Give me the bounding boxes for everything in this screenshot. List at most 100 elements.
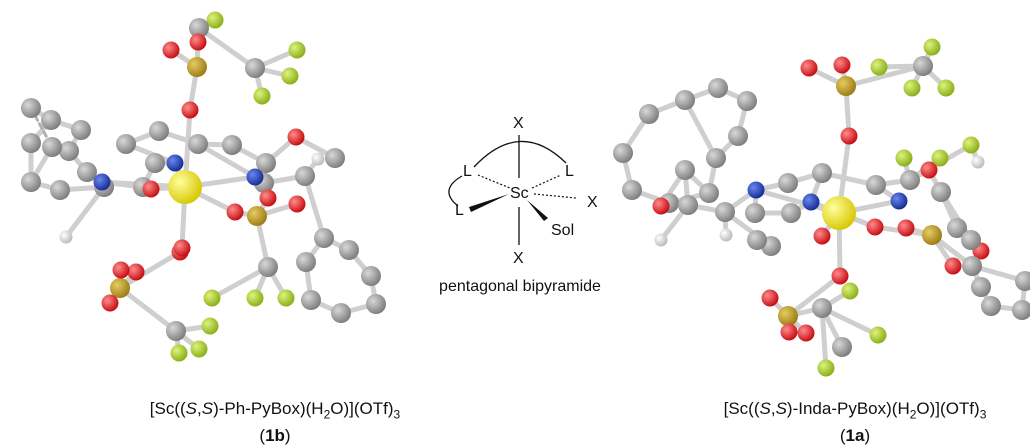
right-stereo-s1: S xyxy=(759,399,771,418)
label-x-right: X xyxy=(587,194,598,211)
left-atom-fluorine xyxy=(281,67,299,85)
right-atom-hydrogen xyxy=(654,233,668,247)
hashed-bond-x-right xyxy=(533,193,577,199)
left-formula-part: O)](OTf) xyxy=(330,399,394,418)
left-atom-carbon xyxy=(339,240,359,260)
left-atom-carbon xyxy=(149,121,169,141)
left-atom-sulfur xyxy=(187,57,207,77)
right-atom-nitrogen xyxy=(802,193,820,211)
right-atom-fluorine xyxy=(931,149,949,167)
right-atom-carbon xyxy=(812,298,832,318)
left-atom-oxygen xyxy=(112,261,130,279)
right-atom-carbon xyxy=(708,78,728,98)
left-atom-hydrogen xyxy=(311,152,325,166)
wedge-bond-l-bottom xyxy=(469,194,509,212)
left-atom-fluorine xyxy=(206,11,224,29)
left-bond xyxy=(117,249,183,291)
left-atom-carbon xyxy=(258,257,278,277)
right-atom-fluorine xyxy=(817,359,835,377)
left-atom-carbon xyxy=(314,228,334,248)
left-atom-fluorine xyxy=(277,289,295,307)
left-atom-carbon xyxy=(366,294,386,314)
right-atom-carbon xyxy=(678,195,698,215)
left-atom-nitrogen xyxy=(246,168,264,186)
right-atom-carbon xyxy=(961,230,981,250)
right-atom-carbon xyxy=(1012,300,1030,320)
left-atom-fluorine xyxy=(201,317,219,335)
compound-number: 1b xyxy=(265,426,285,446)
left-atom-oxygen xyxy=(162,41,180,59)
right-atom-carbon xyxy=(913,56,933,76)
right-atom-carbon xyxy=(675,160,695,180)
left-formula: [Sc((S,S)-Ph-PyBox)(H2O)](OTf)3 xyxy=(110,398,440,425)
right-compound-id: (1a) xyxy=(680,425,1030,446)
left-atom-carbon xyxy=(21,172,41,192)
left-structure-caption: [Sc((S,S)-Ph-PyBox)(H2O)](OTf)3 (1b) xyxy=(110,398,440,446)
left-atom-fluorine xyxy=(203,289,221,307)
right-bond xyxy=(785,273,843,319)
left-bond xyxy=(117,285,179,334)
left-atom-oxygen xyxy=(226,203,244,221)
left-atom-carbon xyxy=(166,321,186,341)
right-atom-sulfur xyxy=(836,76,856,96)
left-atom-carbon xyxy=(296,252,316,272)
left-atom-carbon xyxy=(42,137,62,157)
left-formula-sub: 2 xyxy=(323,407,331,422)
label-x-top: X xyxy=(513,115,524,132)
right-atoms xyxy=(613,38,1030,377)
chelate-arc-left xyxy=(448,175,463,207)
right-atom-carbon xyxy=(931,182,951,202)
right-atom-oxygen xyxy=(944,257,962,275)
right-atom-carbon xyxy=(622,180,642,200)
left-atom-carbon xyxy=(71,120,91,140)
right-atom-carbon xyxy=(699,183,719,203)
right-atom-fluorine xyxy=(841,282,859,300)
right-atom-carbon xyxy=(971,277,991,297)
left-atom-carbon xyxy=(41,110,61,130)
left-atoms xyxy=(21,11,386,362)
right-atom-carbon xyxy=(812,163,832,183)
left-atom-sulfur xyxy=(110,278,130,298)
left-atom-fluorine xyxy=(190,340,208,358)
left-atom-oxygen xyxy=(189,33,207,51)
left-atom-oxygen xyxy=(288,195,306,213)
left-atom-carbon xyxy=(222,135,242,155)
right-atom-nitrogen xyxy=(747,181,765,199)
right-atom-oxygen xyxy=(800,59,818,77)
scheme-caption: pentagonal bipyramide xyxy=(439,278,601,295)
left-bond xyxy=(63,184,107,240)
right-formula-part: O)](OTf) xyxy=(916,399,980,418)
left-atom-oxygen xyxy=(181,101,199,119)
left-formula-sub: 3 xyxy=(393,407,401,422)
right-atom-oxygen xyxy=(920,161,938,179)
right-atom-oxygen xyxy=(897,219,915,237)
left-atom-carbon xyxy=(188,134,208,154)
left-atom-fluorine xyxy=(246,289,264,307)
right-atom-sulfur xyxy=(778,306,798,326)
right-atom-oxygen xyxy=(761,289,779,307)
left-molecule-structure xyxy=(21,11,386,362)
right-bond xyxy=(682,97,719,161)
right-atom-fluorine xyxy=(895,149,913,167)
paren: ( xyxy=(259,426,266,446)
right-formula-comma: , xyxy=(770,399,776,418)
right-atom-hydrogen xyxy=(971,155,985,169)
right-stereo-s2: S xyxy=(775,399,787,418)
right-bond xyxy=(843,63,926,89)
compound-number: 1a xyxy=(845,426,865,446)
pentagonal-bipyramid-scheme: X X X L L L Sc Sol pentagonal bipyramide xyxy=(439,115,601,295)
right-atom-oxygen xyxy=(840,127,858,145)
left-atom-fluorine xyxy=(288,41,306,59)
right-formula-part: [Sc(( xyxy=(723,399,760,418)
right-atom-carbon xyxy=(900,170,920,190)
right-atom-oxygen xyxy=(866,218,884,236)
left-formula-part: [Sc(( xyxy=(149,399,186,418)
left-atom-oxygen xyxy=(127,263,145,281)
left-bond xyxy=(302,173,327,241)
right-formula-sub: 3 xyxy=(979,407,987,422)
left-formula-part: )-Ph-PyBox)(H xyxy=(213,399,324,418)
left-compound-id: (1b) xyxy=(110,425,440,446)
left-formula-comma: , xyxy=(197,399,202,418)
right-atom-scandium xyxy=(822,196,856,230)
